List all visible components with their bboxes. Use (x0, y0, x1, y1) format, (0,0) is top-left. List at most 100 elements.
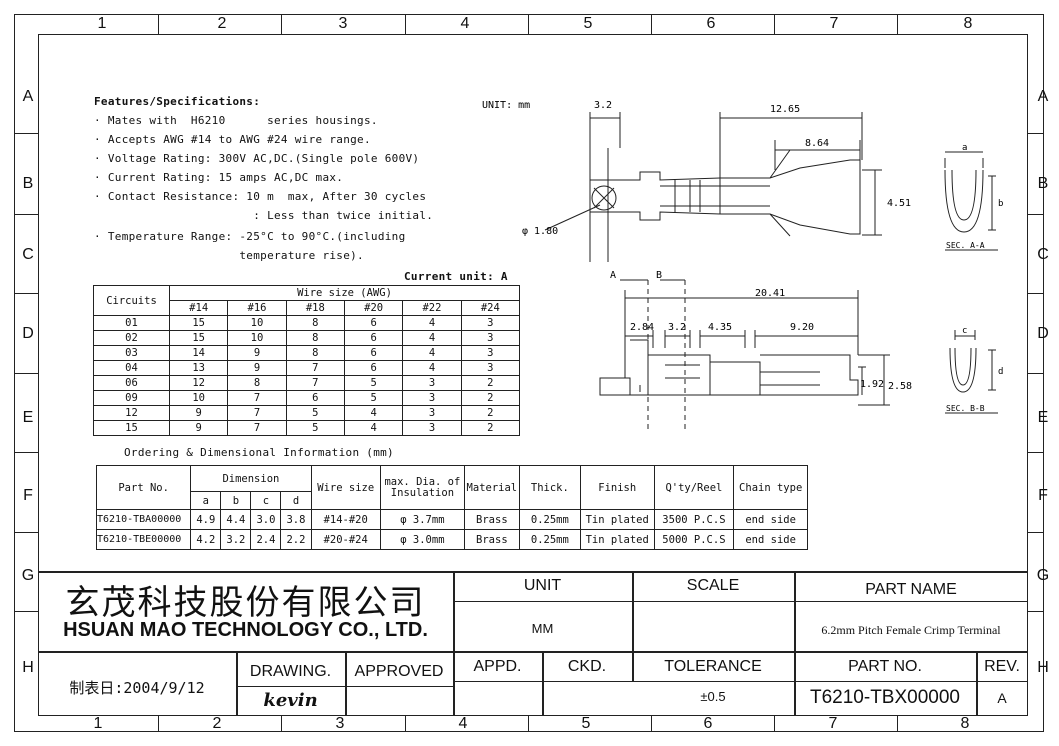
current-cell: 3 (402, 390, 462, 406)
current-cell: 14 (168, 345, 229, 361)
current-cell: 8 (285, 315, 345, 331)
col-label: 6 (703, 715, 713, 732)
circuit-cell: 12 (93, 405, 170, 421)
current-cell: 7 (227, 420, 287, 436)
col-label: 3 (338, 15, 348, 32)
order-cell-c: 3.0 (250, 509, 282, 530)
row-label: E (1037, 409, 1049, 426)
current-cell: 15 (168, 315, 229, 331)
current-cell: 4 (343, 405, 404, 421)
specifications: Features/Specifications: · Mates with H6… (94, 92, 433, 265)
current-cell: 8 (285, 345, 345, 361)
current-cell: 6 (343, 360, 404, 376)
sec-dim-label: a (962, 143, 967, 153)
current-cell: 3 (460, 360, 521, 376)
circuit-cell: 15 (93, 420, 170, 436)
order-cell-d: 3.8 (280, 509, 312, 530)
current-cell: 9 (168, 405, 229, 421)
current-cell: 4 (402, 360, 462, 376)
dim-label: 3.2 (594, 100, 612, 111)
unit-label: UNIT: mm (482, 100, 530, 111)
dim-label: 4.35 (708, 322, 732, 333)
current-cell: 5 (285, 405, 345, 421)
ckd-label: CKD. (567, 658, 607, 675)
order-cell-c: 2.4 (250, 529, 282, 550)
sec-dim-label: c (962, 326, 967, 336)
order-cell-thick: 0.25mm (518, 509, 581, 530)
company-name-cn: 玄茂科技股份有限公司 (65, 583, 426, 623)
unit-value: MM (531, 621, 554, 636)
row-label: C (1037, 246, 1049, 263)
circuit-cell: 04 (93, 360, 170, 376)
order-cell-chain: end side (733, 529, 808, 550)
circuit-cell: 01 (93, 315, 170, 331)
order-cell-part: T6210-TBE00000 (95, 529, 192, 550)
current-cell: 5 (343, 375, 404, 391)
current-cell: 10 (168, 390, 229, 406)
order-cell-a: 4.2 (190, 529, 222, 550)
thickness-header: Thick. (518, 465, 581, 510)
circuits-header: Circuits (93, 285, 170, 316)
spec-title: Features/Specifications: (94, 95, 261, 108)
dim-label: 9.20 (790, 322, 814, 333)
company-name-en: HSUAN MAO TECHNOLOGY CO., LTD. (63, 619, 428, 641)
row-label: G (21, 567, 35, 584)
spec-line: · Current Rating: 15 amps AC,DC max. (94, 171, 344, 184)
dim-header: c (250, 491, 282, 510)
qty-header: Q'ty/Reel (653, 465, 735, 510)
part-no-header: Part No. (95, 465, 192, 510)
order-cell-qty: 3500 P.C.S (653, 509, 735, 530)
current-cell: 2 (460, 420, 521, 436)
gauge-header: #18 (285, 300, 345, 316)
row-label: E (22, 409, 34, 426)
current-unit-label: Current unit: A (404, 270, 508, 283)
order-cell-finish: Tin plated (579, 509, 655, 530)
chain-header: Chain type (733, 465, 808, 510)
col-label: 4 (458, 715, 468, 732)
current-cell: 7 (285, 360, 345, 376)
col-label: 7 (829, 15, 839, 32)
dim-label: 1.92 (860, 379, 884, 390)
spec-line: · Contact Resistance: 10 m max, After 30… (94, 190, 427, 203)
current-cell: 9 (168, 420, 229, 436)
row-label: B (22, 175, 34, 192)
row-label: A (1037, 88, 1049, 105)
part-name-header: PART NAME (865, 581, 957, 598)
gauge-header: #24 (460, 300, 521, 316)
col-label: 7 (828, 715, 838, 732)
order-cell-b: 4.4 (220, 509, 252, 530)
row-label: B (1037, 175, 1049, 192)
current-cell: 6 (343, 345, 404, 361)
spec-line: temperature rise). (94, 249, 364, 262)
drawer-name: kevin (263, 690, 318, 711)
spec-line: : Less than twice initial. (94, 209, 434, 222)
pivot-circle (591, 185, 617, 211)
gauge-header: #22 (402, 300, 462, 316)
row-label: A (22, 88, 34, 105)
dim-header: b (220, 491, 252, 510)
dim-header: a (190, 491, 222, 510)
inner-border (38, 34, 1028, 716)
spec-line: · Voltage Rating: 300V AC,DC.(Single pol… (94, 152, 420, 165)
current-cell: 6 (343, 315, 404, 331)
col-label: 8 (960, 715, 970, 732)
part-no-label: PART NO. (848, 658, 922, 675)
current-cell: 8 (285, 330, 345, 346)
part-name-value: 6.2mm Pitch Female Crimp Terminal (821, 623, 1001, 637)
dim-label: 4.51 (887, 198, 911, 209)
appd-label: APPD. (473, 658, 522, 675)
current-cell: 4 (402, 330, 462, 346)
tolerance-value: ±0.5 (700, 689, 726, 704)
current-cell: 6 (285, 390, 345, 406)
unit-header: UNIT (523, 577, 562, 594)
col-label: 6 (706, 15, 716, 32)
approved-label: APPROVED (354, 663, 444, 680)
current-cell: 3 (402, 420, 462, 436)
dim-label: 8.64 (805, 138, 829, 149)
